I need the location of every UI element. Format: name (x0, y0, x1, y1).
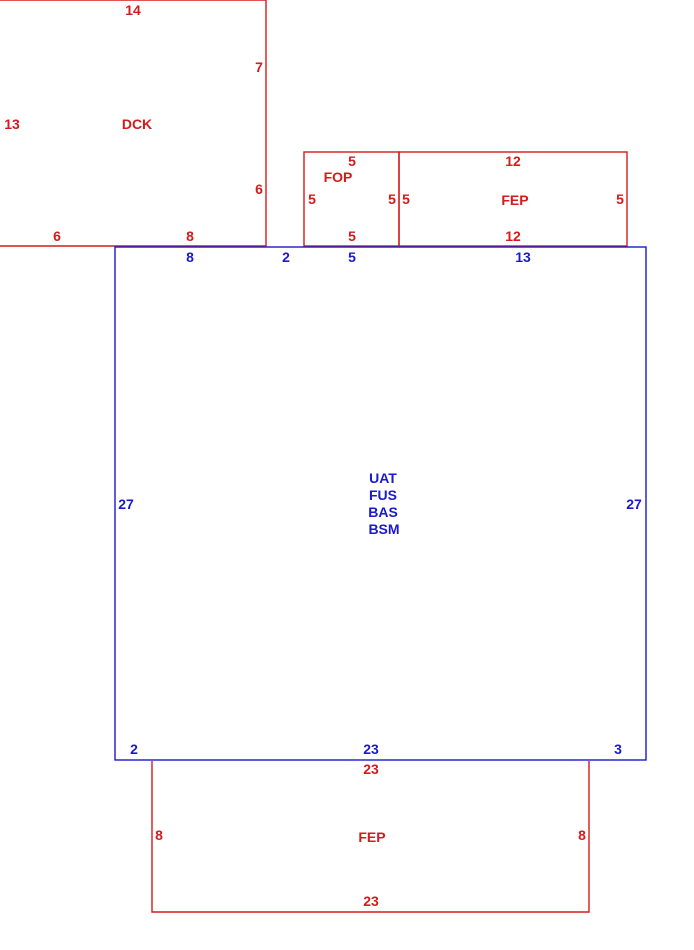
area-fop-dim-right: 5 (388, 191, 396, 207)
area-fep-top-label: FEP (501, 192, 528, 208)
area-main-dim-right: 27 (626, 496, 642, 512)
area-dck-dim-right-lower: 6 (255, 181, 263, 197)
area-dck-label: DCK (122, 116, 152, 132)
area-fep-bottom-dim-top: 23 (363, 761, 379, 777)
area-fep-bottom: FEP 23 8 8 23 (151, 761, 590, 913)
area-main-dim-left: 27 (118, 496, 134, 512)
area-dck-outline (0, 0, 267, 247)
area-fep-bottom-dim-right: 8 (578, 827, 586, 843)
area-main: UAT FUS BAS BSM 8 2 5 13 27 27 2 23 3 (114, 246, 647, 761)
area-fop-dim-left: 5 (308, 191, 316, 207)
area-fep-bottom-outline (151, 761, 590, 913)
area-fep-bottom-dim-left: 8 (155, 827, 163, 843)
area-main-label-2: FUS (369, 487, 397, 503)
area-main-label-3: BAS (368, 504, 398, 520)
area-main-label-4: BSM (368, 521, 399, 537)
area-dck-dim-left: 13 (4, 116, 20, 132)
area-fep-top-dim-right: 5 (616, 191, 624, 207)
area-main-dim-bottom-left: 2 (130, 741, 138, 757)
area-dck: DCK 14 13 7 6 6 8 (0, 0, 267, 247)
area-fep-bottom-dim-bottom: 23 (363, 893, 379, 909)
area-fep-top-outline (398, 151, 628, 247)
area-main-outline (114, 246, 647, 761)
area-main-dim-bottom-mid: 23 (363, 741, 379, 757)
area-dck-dim-bottom-left: 6 (53, 228, 61, 244)
area-fop-dim-top: 5 (348, 153, 356, 169)
area-main-dim-top-left: 8 (186, 249, 194, 265)
area-dck-dim-right-upper: 7 (255, 59, 263, 75)
area-fep-top-dim-top: 12 (505, 153, 521, 169)
area-fop-dim-bottom: 5 (348, 228, 356, 244)
area-fop: FOP 5 5 5 5 (303, 151, 400, 247)
area-fep-top: FEP 12 5 5 12 (398, 151, 628, 247)
area-fop-label: FOP (324, 169, 353, 185)
area-fep-bottom-label: FEP (358, 829, 385, 845)
area-main-dim-top-mid-left: 2 (282, 249, 290, 265)
area-main-dim-top-right: 13 (515, 249, 531, 265)
area-main-dim-top-mid: 5 (348, 249, 356, 265)
area-main-label-1: UAT (369, 470, 397, 486)
area-fep-top-dim-left: 5 (402, 191, 410, 207)
area-fep-top-dim-bottom: 12 (505, 228, 521, 244)
area-dck-dim-bottom-right: 8 (186, 228, 194, 244)
area-main-dim-bottom-right: 3 (614, 741, 622, 757)
area-dck-dim-top: 14 (125, 2, 141, 18)
